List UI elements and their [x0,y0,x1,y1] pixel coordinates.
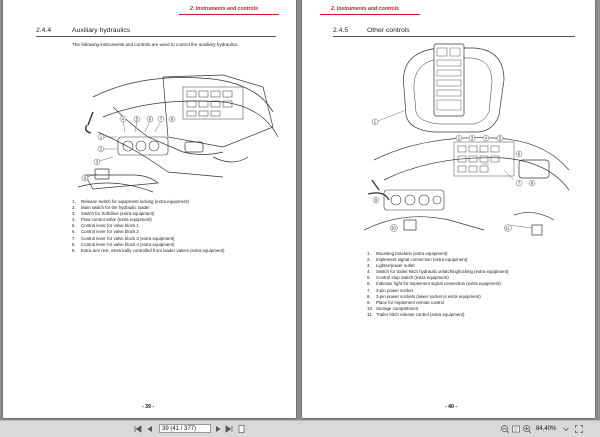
figure-callout-5: 5 [136,117,139,122]
legend-item: 7.3-pin power socket [367,287,413,293]
document-page-left: 2. Instruments and controls 2.4.4 Auxili… [3,0,296,418]
legend-item: 9.Place for implement remote control [367,299,445,305]
figure-callout-2: 2 [100,147,103,152]
section-rule [333,36,575,37]
figure-callout-3: 3 [471,136,474,141]
previous-page-icon [147,426,152,432]
legend-item: 8.Control lever for valve block 4 (extra… [72,241,175,247]
figure-callout-8: 8 [171,117,174,122]
section-rule [36,36,276,37]
figure-callout-6: 6 [518,152,521,157]
figure-callout-5: 5 [499,136,502,141]
section-title: Other controls [367,27,410,34]
figure-callout-9: 9 [375,198,378,203]
header-rule [179,14,279,15]
document-page-right: 2. Instruments and controls 2.4.5 Other … [302,0,595,418]
legend-item: 10.Storage compartment [367,305,419,311]
legend-item: 11.Trailer hitch release control (extra … [367,311,465,317]
last-page-button[interactable] [225,424,234,434]
legend-item: 4.Flow control valve (extra equipment) [72,217,152,223]
figure-callout-1: 1 [100,135,103,140]
zoom-in-icon [523,425,532,434]
previous-page-button[interactable] [145,424,154,434]
hand-tool-icon [512,425,520,433]
legend-item: 3.Switch for Softdrive (extra equipment) [72,211,155,217]
zoom-out-button[interactable] [500,424,510,434]
page-number: - 39 - [141,404,155,410]
intro-paragraph: The following instruments and controls a… [72,42,239,47]
legend-item: 6.Control lever for valve block 2 [72,229,139,235]
figure-callout-10: 10 [391,226,396,231]
page-number-input[interactable]: 39 (41 / 377) [159,424,211,433]
figure-callout-11: 11 [505,226,510,231]
section-title: Auxiliary hydraulics [72,27,131,34]
fullscreen-button[interactable] [574,424,584,434]
figure-callout-4: 4 [122,117,125,122]
page-number: - 40 - [444,404,458,410]
legend-item: 4.Switch for trailer hitch hydraulic unl… [367,269,509,275]
first-page-button[interactable] [133,424,142,434]
legend-item: 5.Control lever for valve block 1 [72,223,139,229]
next-page-button[interactable] [214,424,223,434]
legend-item: 9.Extra arm rest, electrically controlle… [72,247,225,253]
legend-list: 1.Mounting brackets (extra equipment) 2.… [367,251,509,318]
running-header: 2. Instruments and controls [190,6,259,12]
zoom-in-button[interactable] [522,424,532,434]
header-rule [320,14,420,15]
figure-callout-6: 6 [149,117,152,122]
legend-item: 1.Mounting brackets (extra equipment) [367,251,448,256]
legend-item: 2.Main switch for the hydraulic loader [72,205,150,211]
legend-list: 1.Release switch for equipment locking (… [72,199,225,254]
other-controls-figure: 1 2 3 4 5 6 7 8 9 10 11 [364,43,570,236]
figure-callout-2: 2 [458,136,461,141]
legend-item: 1.Release switch for equipment locking (… [72,199,190,204]
figure-callout-1: 1 [374,120,377,125]
fullscreen-icon [575,425,583,433]
section-number: 2.4.4 [36,27,52,34]
figure-callout-9: 9 [84,176,87,181]
figure-callout-3: 3 [96,160,99,165]
figure-callout-7: 7 [160,117,163,122]
legend-item: 7.Control lever for valve block 3 (extra… [72,235,175,241]
legend-item: 5.Control stop switch (extra equipment) [367,275,449,281]
figure-callout-7: 7 [518,181,521,186]
running-header: 2. Instruments and controls [331,6,400,12]
zoom-level[interactable]: 84,40% [536,426,557,432]
figure-callout-4: 4 [485,136,488,141]
legend-item: 2.Implement signal connection (extra equ… [367,257,468,263]
first-page-icon [134,425,142,433]
zoom-dropdown-button[interactable] [562,424,570,434]
zoom-out-icon [501,425,510,434]
last-page-icon [225,425,233,433]
section-number: 2.4.5 [333,27,349,34]
legend-item: 3.Lighter/power outlet [367,263,415,269]
viewer-toolbar: 39 (41 / 377) 84,40% [0,420,600,437]
auxiliary-hydraulics-figure: 4 5 6 7 1 2 3 8 9 [77,74,279,193]
fit-page-button[interactable] [237,424,246,434]
next-page-icon [216,426,221,432]
legend-item: 6.Indicator light for implement signal c… [367,281,501,287]
figure-callout-8: 8 [531,181,534,186]
fit-page-icon [238,425,245,433]
chevron-down-icon [563,427,569,432]
legend-item: 8.2-pin power sockets (lower socket is e… [367,293,481,299]
hand-tool-button[interactable] [511,424,521,434]
